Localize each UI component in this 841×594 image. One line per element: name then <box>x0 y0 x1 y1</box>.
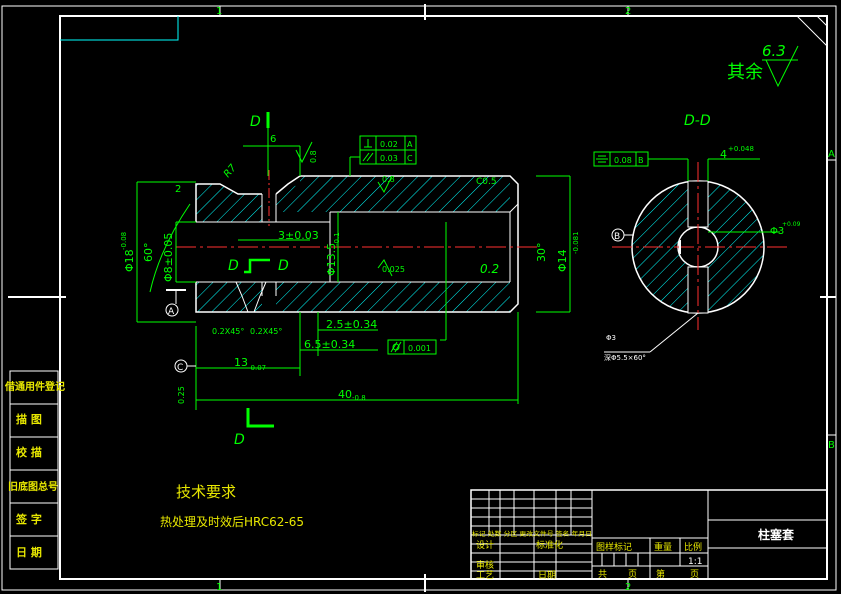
dim-r08-top: 0.8 <box>309 150 318 163</box>
tb-part-name: 柱塞套 <box>758 527 795 542</box>
tb-scale: 1:1 <box>688 557 702 567</box>
tb-design: 设计 <box>476 539 494 551</box>
section-mark-d-top: D <box>250 114 261 130</box>
dim-d8: Φ8±0.05 <box>162 233 175 282</box>
dim-d13-tol: -0.1 <box>333 232 341 246</box>
left-col-item-4: 旧底图总号 <box>8 480 58 493</box>
key-width: 4 <box>720 148 727 161</box>
key-width-tol: +0.048 <box>728 145 754 153</box>
drawing-number-box <box>60 16 179 41</box>
dim-d14: Φ14 <box>556 249 569 272</box>
dim-r02: 0.2 <box>480 262 499 276</box>
dim-r08-mid: 0.8 <box>382 175 395 184</box>
zone-label-right-a: A <box>828 149 835 160</box>
dim-d18: Φ18 <box>123 249 136 272</box>
gdt-sym-value: 0.08 <box>614 156 632 165</box>
datum-b-label: B <box>614 232 620 242</box>
zone-label-bottom-1: 1 <box>216 582 222 593</box>
tb-date: 日期 <box>538 570 556 581</box>
gdt-cyl-value: 0.001 <box>408 344 431 353</box>
dim-r7: R7 <box>222 162 239 180</box>
tb-total: 共 <box>598 569 607 580</box>
main-view: D D D D 6 R7 2 0.8 0.8 C0.5 Φ18 -0.08 Φ8… <box>120 112 580 448</box>
section-title: D-D <box>684 113 711 129</box>
dim-r0025: 0.025 <box>382 265 405 274</box>
dim-65: 6.5±0.34 <box>304 338 355 351</box>
dim-40: 40 <box>338 388 352 401</box>
dim-d13: Φ13.5 <box>325 243 338 276</box>
tb-page-2: 页 <box>690 569 699 580</box>
dim-r025: 0.25 <box>177 386 186 404</box>
gdt-par-value: 0.03 <box>380 154 398 163</box>
tech-title: 技术要求 <box>176 483 236 501</box>
tb-weight: 重量 <box>654 541 672 553</box>
gdt-symmetry-frame: 0.08 B <box>593 151 649 167</box>
dim-13len: 13 <box>234 356 248 369</box>
left-col-item-3: 校 描 <box>16 445 42 459</box>
tb-standard: 标准化 <box>536 539 563 551</box>
dim-top-6: 6 <box>270 134 276 145</box>
dim-d14-tol: -0.081 <box>572 231 580 254</box>
dim-d3: Φ3 <box>770 226 784 237</box>
corner-diagonal <box>796 15 828 47</box>
dim-30: 30° <box>535 243 548 263</box>
roughness-symbol: 其余 6.3 <box>727 42 799 88</box>
dim-13len-tol: -0.07 <box>248 364 266 372</box>
tb-ratio: 比例 <box>684 541 702 553</box>
title-block: 标记 处数 分区 更改文件号 签名 年月日 设计 标准化 审核 工艺 日期 图样… <box>470 489 828 581</box>
dim-c05: C0.5 <box>476 177 497 187</box>
roughness-value: 6.3 <box>762 42 786 60</box>
section-view: D-D 0.08 B 4 +0.048 Φ3 +0.09 B <box>593 113 801 362</box>
tb-process: 工艺 <box>476 570 494 581</box>
dim-40-tol: -0.8 <box>352 394 366 402</box>
tb-page: 第 <box>656 568 665 580</box>
gdt-perp-value: 0.02 <box>380 140 398 149</box>
datum-a-label: A <box>168 307 175 317</box>
dim-angle60: 60° <box>142 243 155 263</box>
dim-25: 2.5±0.34 <box>326 318 377 331</box>
dim-3: 3±0.03 <box>278 229 319 242</box>
gdt-sym-ref: B <box>638 156 644 165</box>
zone-label-top-1: 1 <box>216 6 222 17</box>
left-column: 借通用件登记 描 图 校 描 旧底图总号 签 字 日 期 <box>4 370 65 570</box>
tb-review: 审核 <box>476 559 494 571</box>
zone-label-right-b: B <box>828 440 835 451</box>
section-mark-d-inner-right: D <box>278 258 289 274</box>
left-col-item-2: 描 图 <box>16 412 42 426</box>
zone-label-top-2: 2 <box>625 6 631 17</box>
gdt-cylindricity-frame: 0.001 <box>387 339 437 355</box>
tech-line-1: 热处理及时效后HRC62-65 <box>160 514 304 529</box>
section-mark-d-bottom: D <box>234 432 245 448</box>
dim-d3-tol: +0.09 <box>782 221 801 228</box>
hole-note: Φ3 <box>606 334 616 342</box>
roughness-label: 其余 <box>727 62 763 83</box>
left-col-item-6: 日 期 <box>16 545 42 559</box>
revision-row: 标记 处数 分区 更改文件号 签名 年月日 <box>472 530 592 538</box>
gdt-perpendicularity-frame: 0.02 A <box>359 135 417 151</box>
hole-note-2: 深Φ5.5×60° <box>604 353 646 362</box>
gdt-parallelism-frame: 0.03 C <box>359 149 417 165</box>
zone-label-bottom-2: 2 <box>625 582 631 593</box>
dim-d18-tol: -0.08 <box>120 232 128 250</box>
left-col-item-5: 签 字 <box>15 512 42 526</box>
datum-c-label: C <box>177 363 183 373</box>
dim-chamfer-left: 0.2X45° <box>212 327 244 336</box>
left-col-item-1: 借通用件登记 <box>4 380 65 393</box>
tb-stage-mark: 图样标记 <box>596 541 632 553</box>
gdt-perp-ref: A <box>407 140 413 149</box>
datum-a-circle <box>165 303 179 317</box>
section-mark-d-inner-left: D <box>228 258 239 274</box>
gdt-par-ref: C <box>407 154 413 163</box>
dim-chamfer-2: 2 <box>175 184 181 195</box>
dim-chamfer-right: 0.2X45° <box>250 327 282 336</box>
corner-diagonal <box>816 15 828 27</box>
tb-sheet: 页 <box>628 569 637 580</box>
